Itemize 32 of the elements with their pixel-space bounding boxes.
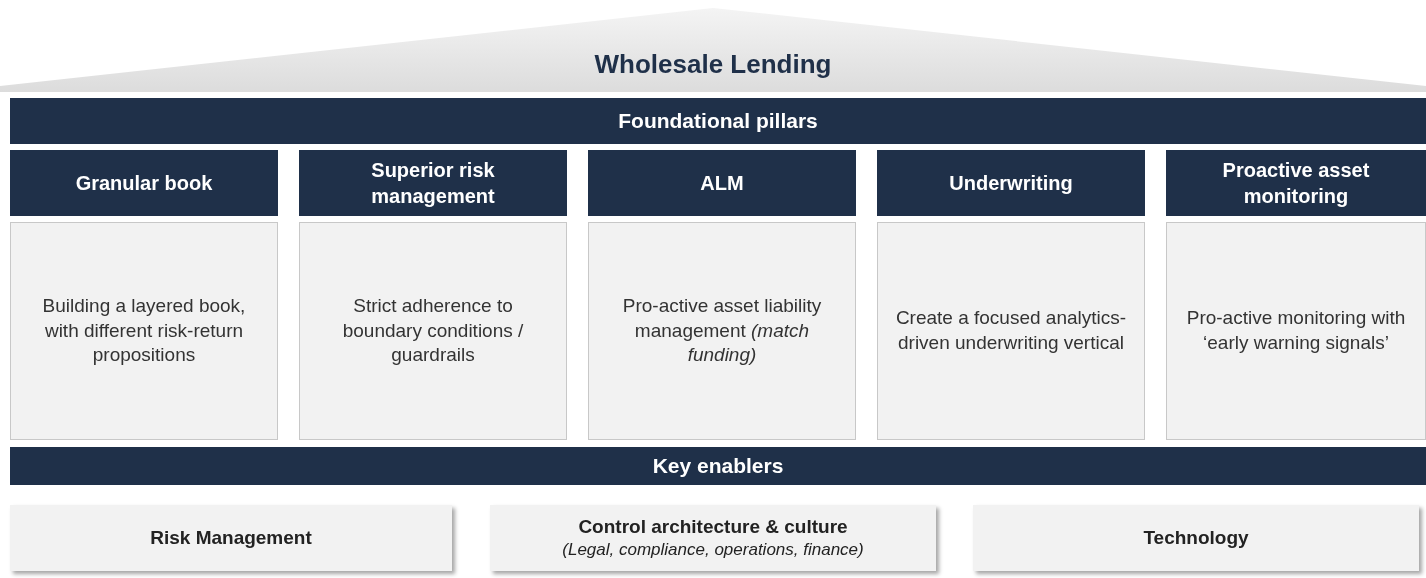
enabler-text: Risk Management bbox=[150, 526, 312, 551]
pillar-description: Strict adherence to boundary conditions / guardrails bbox=[341, 293, 525, 368]
pillar-header bbox=[299, 150, 567, 216]
pillar-description: Pro-active monitoring with ‘early warning signals’ bbox=[1185, 306, 1407, 355]
pillar-header bbox=[588, 150, 856, 216]
pillar-description: Building a layered book, with different risk-return propositions bbox=[41, 293, 247, 368]
enabler-subtext: (Legal, compliance, operations, finance) bbox=[562, 539, 864, 562]
enabler-card bbox=[490, 505, 936, 571]
enabler-card bbox=[10, 505, 452, 571]
pillar-heading: Proactive asset monitoring bbox=[1221, 158, 1371, 209]
pillar-header bbox=[10, 150, 278, 216]
pillar-heading: Superior risk management bbox=[370, 158, 496, 209]
pillar-heading: Granular book bbox=[75, 171, 213, 196]
pillar-description: Create a focused analytics-driven underwriting vertical bbox=[894, 306, 1128, 355]
pillar-card bbox=[299, 222, 567, 440]
pillar-card bbox=[1166, 222, 1426, 440]
pillar-header bbox=[877, 150, 1145, 216]
enabler-text: Control architecture & culture bbox=[578, 514, 848, 539]
pillar-header bbox=[1166, 150, 1426, 216]
section-band bbox=[10, 447, 1426, 485]
pillar-card bbox=[877, 222, 1145, 440]
pillar-heading: ALM bbox=[700, 171, 744, 196]
title-text: Wholesale Lending bbox=[594, 48, 832, 80]
band-heading: Key enablers bbox=[652, 454, 784, 478]
pillar-card bbox=[10, 222, 278, 440]
section-band bbox=[10, 98, 1426, 144]
band-heading: Foundational pillars bbox=[618, 109, 818, 133]
pillar-heading: Underwriting bbox=[949, 171, 1073, 196]
enabler-card bbox=[973, 505, 1419, 571]
pillar-card bbox=[588, 222, 856, 440]
pillar-description: Pro-active asset liability management (match funding) bbox=[621, 293, 823, 368]
enabler-text: Technology bbox=[1143, 526, 1249, 551]
